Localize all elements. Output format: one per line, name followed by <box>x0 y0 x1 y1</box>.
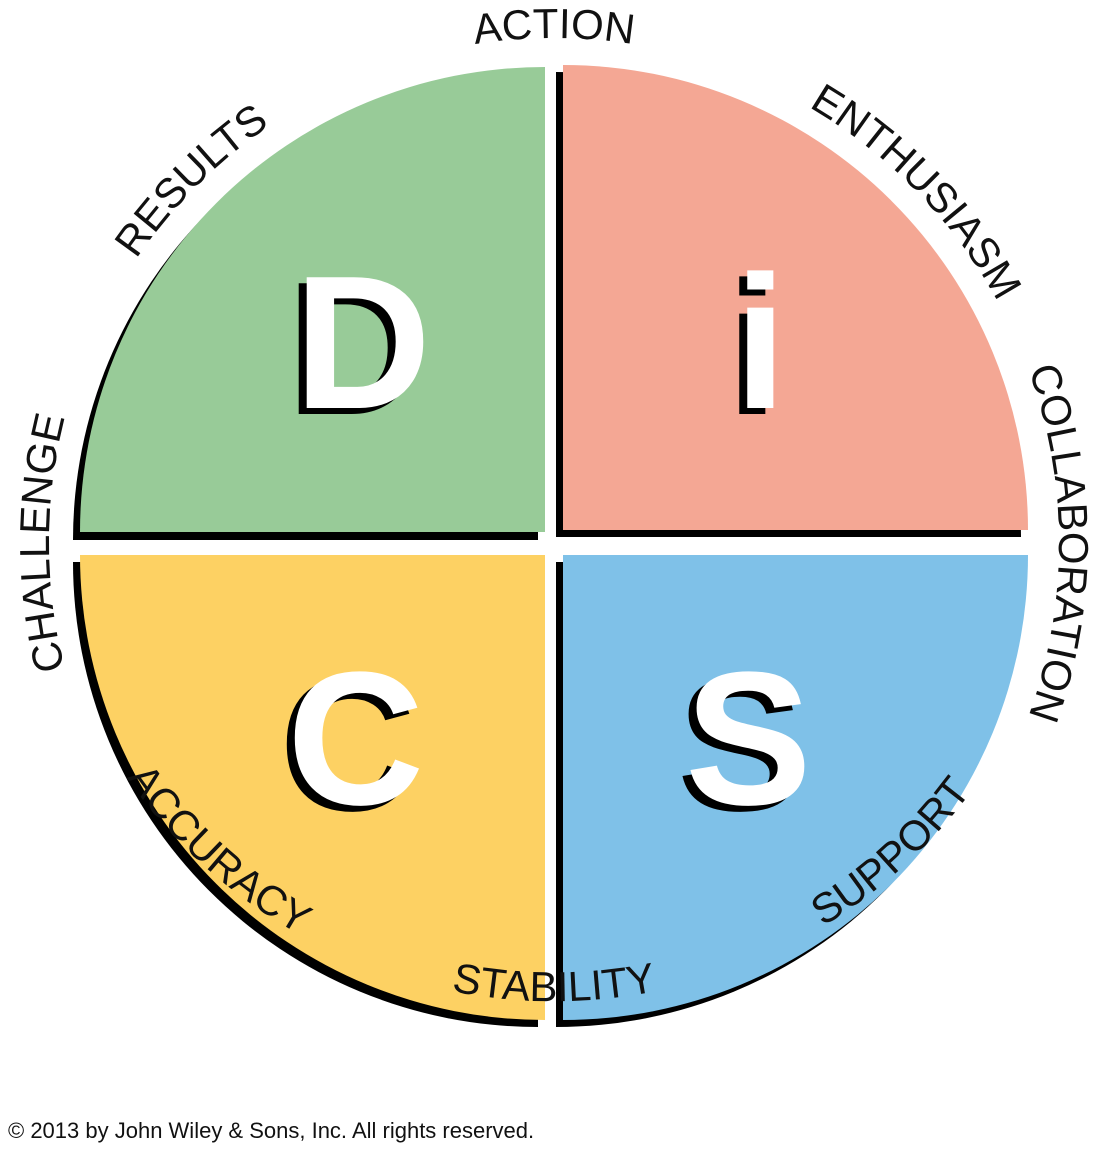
letter-d: D D <box>286 237 431 455</box>
svg-text:D: D <box>294 237 431 449</box>
quadrant-d <box>73 67 545 540</box>
label-action: ACTION <box>470 0 638 53</box>
quadrant-c <box>73 555 545 1027</box>
label-stability: STABILITY <box>450 954 659 1011</box>
svg-text:S: S <box>685 633 812 845</box>
quadrant-d-fill <box>80 67 545 532</box>
svg-text:D: D <box>286 243 423 455</box>
svg-text:C: C <box>279 639 416 851</box>
svg-text:i: i <box>726 243 779 455</box>
label-collaboration: COLLABORATION <box>1020 358 1097 729</box>
quadrant-s <box>556 555 1028 1027</box>
svg-text:i: i <box>734 237 787 449</box>
svg-text:S: S <box>677 639 804 851</box>
quadrant-i <box>556 65 1028 537</box>
letter-i: i i <box>726 237 787 455</box>
copyright-notice: © 2013 by John Wiley & Sons, Inc. All ri… <box>8 1118 535 1143</box>
letter-c: C C <box>279 633 424 851</box>
label-challenge: CHALLENGE <box>11 409 74 678</box>
letter-s: S S <box>677 633 812 851</box>
svg-text:C: C <box>287 633 424 845</box>
quadrant-c-fill <box>80 555 545 1020</box>
quadrant-i-fill <box>563 65 1028 530</box>
quadrant-s-fill <box>563 555 1028 1020</box>
